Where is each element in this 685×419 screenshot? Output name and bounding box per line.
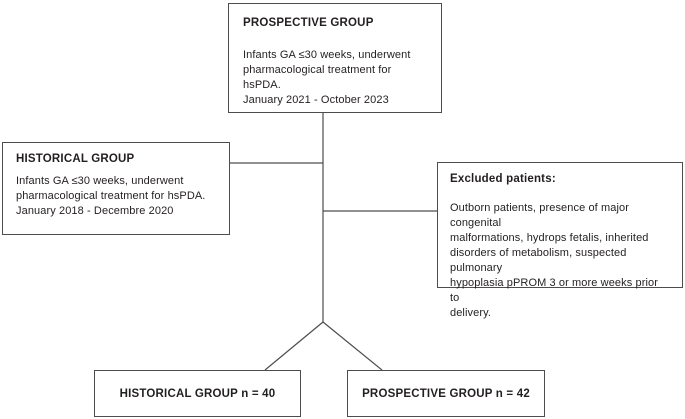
prospective-result-box: PROSPECTIVE GROUP n = 42 [347, 370, 545, 417]
excluded-patients-title: Excluded patients: [450, 173, 556, 185]
historical-group-box: HISTORICAL GROUP Infants GA ≤30 weeks, u… [2, 142, 230, 235]
right-branch-line [322, 321, 383, 371]
left-branch-line [264, 321, 324, 371]
historical-result-box: HISTORICAL GROUP n = 40 [94, 370, 301, 417]
excluded-patients-box: Excluded patients: Outborn patients, pre… [437, 162, 683, 319]
excluded-patients-body: Outborn patients, presence of major cong… [450, 202, 658, 319]
prospective-group-body: Infants GA ≤30 weeks, underwent pharmaco… [243, 49, 411, 106]
prospective-result-label: PROSPECTIVE GROUP n = 42 [362, 387, 530, 400]
historical-group-title: HISTORICAL GROUP [16, 153, 135, 165]
prospective-group-title: PROSPECTIVE GROUP [243, 17, 374, 29]
historical-result-label: HISTORICAL GROUP n = 40 [119, 387, 276, 400]
historical-group-body: Infants GA ≤30 weeks, underwent pharmaco… [16, 175, 206, 217]
prospective-group-box: PROSPECTIVE GROUP Infants GA ≤30 weeks, … [228, 3, 442, 113]
